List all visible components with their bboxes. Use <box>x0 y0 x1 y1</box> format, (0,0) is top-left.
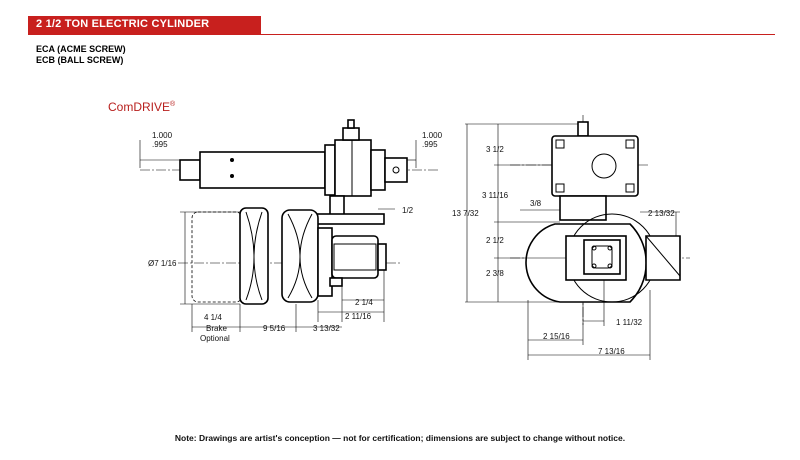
gear-head-inner <box>333 243 377 271</box>
end-bore <box>591 153 617 179</box>
motor-fin-front <box>287 213 313 299</box>
right-shaft-dia-1: 1.000 <box>422 131 443 140</box>
model-eca: ECA (ACME SCREW) <box>36 44 126 54</box>
dim-one-eleven-thirtyseconds: 1 11/32 <box>616 318 643 327</box>
gear-head-foot <box>329 277 343 287</box>
brand-name: ComDRIVE <box>108 100 171 114</box>
registered-mark: ® <box>170 101 176 108</box>
end-gearbox-face <box>583 239 621 275</box>
mount-plate <box>313 213 385 225</box>
end-bolt-4 <box>607 263 613 269</box>
dim-two-eleven-sixteenths: 2 11/16 <box>345 312 372 321</box>
bolt-tl <box>555 139 565 149</box>
dim-seven-thirteen-sixteenths: 7 13/16 <box>598 347 625 356</box>
right-shaft-dia-2: .995 <box>422 140 438 149</box>
end-gearbox-plate <box>591 245 613 269</box>
end-bolt-1 <box>591 245 597 251</box>
title-rule <box>261 34 775 35</box>
end-bolt-3 <box>591 263 597 269</box>
clevis-pin <box>392 166 400 174</box>
end-top-shaft <box>577 121 589 137</box>
dim-nine-five-sixteenths: 9 5/16 <box>263 324 286 333</box>
bolt-tr <box>625 139 635 149</box>
bolt-br <box>625 183 635 193</box>
end-junction-diag <box>645 235 681 277</box>
end-view: 13 7/32 3 1/2 3 11/16 2 1/2 2 3/8 3/8 2 … <box>452 115 690 360</box>
page-title: 2 1/2 TON ELECTRIC CYLINDER <box>36 18 210 30</box>
dim-overall-height: 13 7/32 <box>452 209 479 218</box>
dim-two-half: 2 1/2 <box>486 236 504 245</box>
rod-end-left <box>179 159 201 181</box>
gear-head-cap <box>377 243 387 271</box>
dim-two-three-eighths: 2 3/8 <box>486 269 504 278</box>
left-shaft-dia-2: .995 <box>152 140 168 149</box>
dim-three-eighths: 3/8 <box>530 199 542 208</box>
bolt-bl <box>555 183 565 193</box>
dim-half: 1/2 <box>402 206 414 215</box>
brake-dim: 4 1/4 <box>204 313 222 322</box>
optional-brake-outline <box>191 211 243 303</box>
dim-two-fifteen-sixteenths: 2 15/16 <box>543 332 570 341</box>
motor-fin-rear <box>245 211 263 301</box>
side-view: 1.000 .995 1.000 .995 1/2 Ø7 1/16 <box>139 119 443 343</box>
title-bar <box>28 16 261 35</box>
disclaimer-note: Note: Drawings are artist's conception —… <box>174 433 626 443</box>
tube-port-2 <box>230 174 234 178</box>
dim-two-quarter: 2 1/4 <box>355 298 373 307</box>
rod-end-right <box>384 157 408 183</box>
dim-three-eleven-sixteenths: 3 11/16 <box>482 191 509 200</box>
model-ecb: ECB (BALL SCREW) <box>36 55 124 65</box>
brand-logo: ComDRIVE® <box>108 100 175 114</box>
dim-three-thirteen-thirtyseconds: 3 13/32 <box>313 324 340 333</box>
end-bolt-2 <box>607 245 613 251</box>
dim-two-thirteen-thirtyseconds: 2 13/32 <box>648 209 675 218</box>
gearbox-top-boss <box>342 127 360 141</box>
clevis-block <box>370 149 386 191</box>
side-gearbox <box>334 139 372 197</box>
dim-three-half: 3 1/2 <box>486 145 504 154</box>
brake-label: Brake <box>206 324 227 333</box>
tube-flange <box>324 144 336 196</box>
gearbox-top-shaft <box>347 119 355 129</box>
end-junction-box <box>645 235 681 281</box>
cylinder-tube <box>199 151 326 189</box>
motor-dia: Ø7 1/16 <box>148 259 177 268</box>
gear-head <box>331 235 379 279</box>
end-top-housing <box>551 135 639 197</box>
left-shaft-dia-1: 1.000 <box>152 131 173 140</box>
brake-optional: Optional <box>200 334 230 343</box>
tube-port <box>230 158 234 162</box>
